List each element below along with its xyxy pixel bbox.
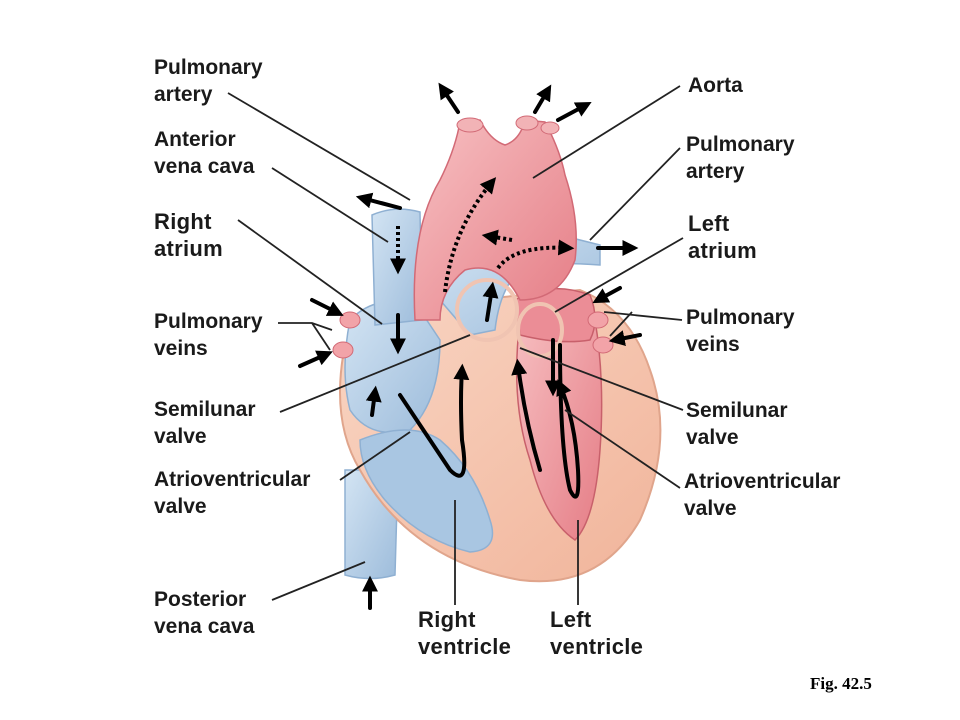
label-pulmonary-veins-left: Pulmonary veins [154, 308, 263, 362]
label-text: ventricle [550, 634, 644, 659]
pulmonary-vein-stub-left-1 [339, 311, 361, 329]
flow-arrow-pulm-valve [482, 281, 499, 322]
label-posterior-vena-cava: Posterior vena cava [154, 586, 254, 640]
label-text: Right [154, 209, 212, 234]
leader-aorta [532, 85, 681, 179]
flow-arrow-ra-small [365, 385, 382, 417]
label-text: atrium [154, 236, 224, 261]
label-text: Semilunar [154, 398, 256, 421]
label-text: Atrioventricular [684, 470, 841, 493]
label-text: Pulmonary [154, 56, 263, 79]
label-text: Anterior [154, 128, 236, 151]
label-text: Aorta [688, 74, 743, 97]
label-text: vena cava [154, 155, 255, 178]
label-text: Pulmonary [154, 310, 263, 333]
dotted-arrow-aorta-arch [443, 177, 497, 293]
flow-arrows [298, 82, 642, 610]
label-text: veins [686, 333, 740, 356]
label-right-atrium: Right atrium [154, 208, 223, 262]
dotted-arrow-pulm-trunk [496, 239, 575, 270]
right-ventricle-chamber [359, 429, 494, 553]
label-text: Semilunar [686, 399, 788, 422]
dotted-flow-arrows [390, 177, 575, 293]
label-text: Left [550, 607, 592, 632]
label-anterior-vena-cava: Anterior vena cava [154, 126, 254, 180]
leader-pulmonary-veins-left [278, 322, 333, 331]
flow-arrow-pv-right-1 [592, 286, 622, 304]
flow-arrow-pv-left-1 [310, 298, 344, 316]
label-text: valve [684, 497, 737, 520]
label-semilunar-valve-left: Semilunar valve [154, 396, 256, 450]
label-text: vena cava [154, 615, 255, 638]
aorta-vessel [413, 119, 577, 321]
flow-arrow-pv-left-2 [298, 350, 333, 368]
leader-semilunar-right [519, 347, 684, 411]
leader-pulmonary-veins-left-2 [311, 322, 331, 351]
flow-arrow-rv-loop [398, 363, 470, 478]
label-text: valve [154, 495, 207, 518]
label-text: Pulmonary [686, 133, 795, 156]
flow-arrow-pulm-left [355, 192, 402, 210]
flow-arrow-aorta-2 [533, 84, 552, 114]
label-text: atrium [688, 238, 758, 263]
label-pulmonary-veins-right: Pulmonary veins [686, 304, 795, 358]
label-pulmonary-artery-left: Pulmonary artery [154, 54, 263, 108]
leader-posterior-vena-cava [271, 561, 366, 601]
aorta-branch-2 [515, 115, 539, 131]
label-text: Left [688, 211, 730, 236]
flow-arrow-pv-right-2 [608, 330, 642, 346]
leader-lines [227, 85, 684, 605]
label-text: Posterior [154, 588, 247, 611]
leader-semilunar-left [279, 334, 471, 413]
label-text: Pulmonary [686, 306, 795, 329]
label-atrioventricular-valve-left: Atrioventricular valve [154, 466, 310, 520]
label-text: ventricle [418, 634, 512, 659]
pulmonary-vein-stub-right-2 [592, 336, 614, 354]
flow-arrow-lv-up [511, 358, 542, 472]
label-text: artery [686, 160, 745, 183]
leader-pulmonary-veins-right-2 [609, 311, 633, 337]
label-right-ventricle: Right ventricle [418, 606, 511, 660]
label-text: valve [154, 425, 207, 448]
label-atrioventricular-valve-right: Atrioventricular valve [684, 468, 840, 522]
leader-av-right [564, 409, 681, 489]
flow-arrow-aorta-3 [556, 101, 592, 122]
leader-pulmonary-veins-right-1 [603, 311, 683, 321]
dotted-arrow-pulm-branch [481, 229, 513, 246]
label-text: Atrioventricular [154, 468, 311, 491]
aorta-branch-1 [456, 117, 484, 133]
leader-pulmonary-artery-left [227, 92, 411, 201]
flow-arrow-lv-loop [556, 343, 581, 499]
label-aorta: Aorta [688, 72, 743, 99]
label-text: Right [418, 607, 476, 632]
leader-right-atrium [237, 219, 383, 325]
label-text: valve [686, 426, 739, 449]
label-left-ventricle: Left ventricle [550, 606, 643, 660]
aorta-branch-3 [540, 121, 560, 135]
label-semilunar-valve-right: Semilunar valve [686, 397, 788, 451]
pulmonary-semilunar-valve [455, 278, 519, 342]
leader-left-atrium [554, 237, 684, 313]
leader-anterior-vena-cava [271, 167, 389, 243]
label-pulmonary-artery-right: Pulmonary artery [686, 131, 795, 185]
leader-pulmonary-artery-right [589, 147, 681, 241]
flow-arrow-aorta-1 [438, 82, 460, 114]
leader-av-left [339, 431, 411, 481]
label-left-atrium: Left atrium [688, 210, 757, 264]
label-text: artery [154, 83, 213, 106]
pulmonary-vein-stub-right-1 [587, 311, 609, 329]
pulmonary-vein-stub-left-2 [332, 341, 354, 359]
figure-caption: Fig. 42.5 [810, 674, 872, 693]
label-text: veins [154, 337, 208, 360]
